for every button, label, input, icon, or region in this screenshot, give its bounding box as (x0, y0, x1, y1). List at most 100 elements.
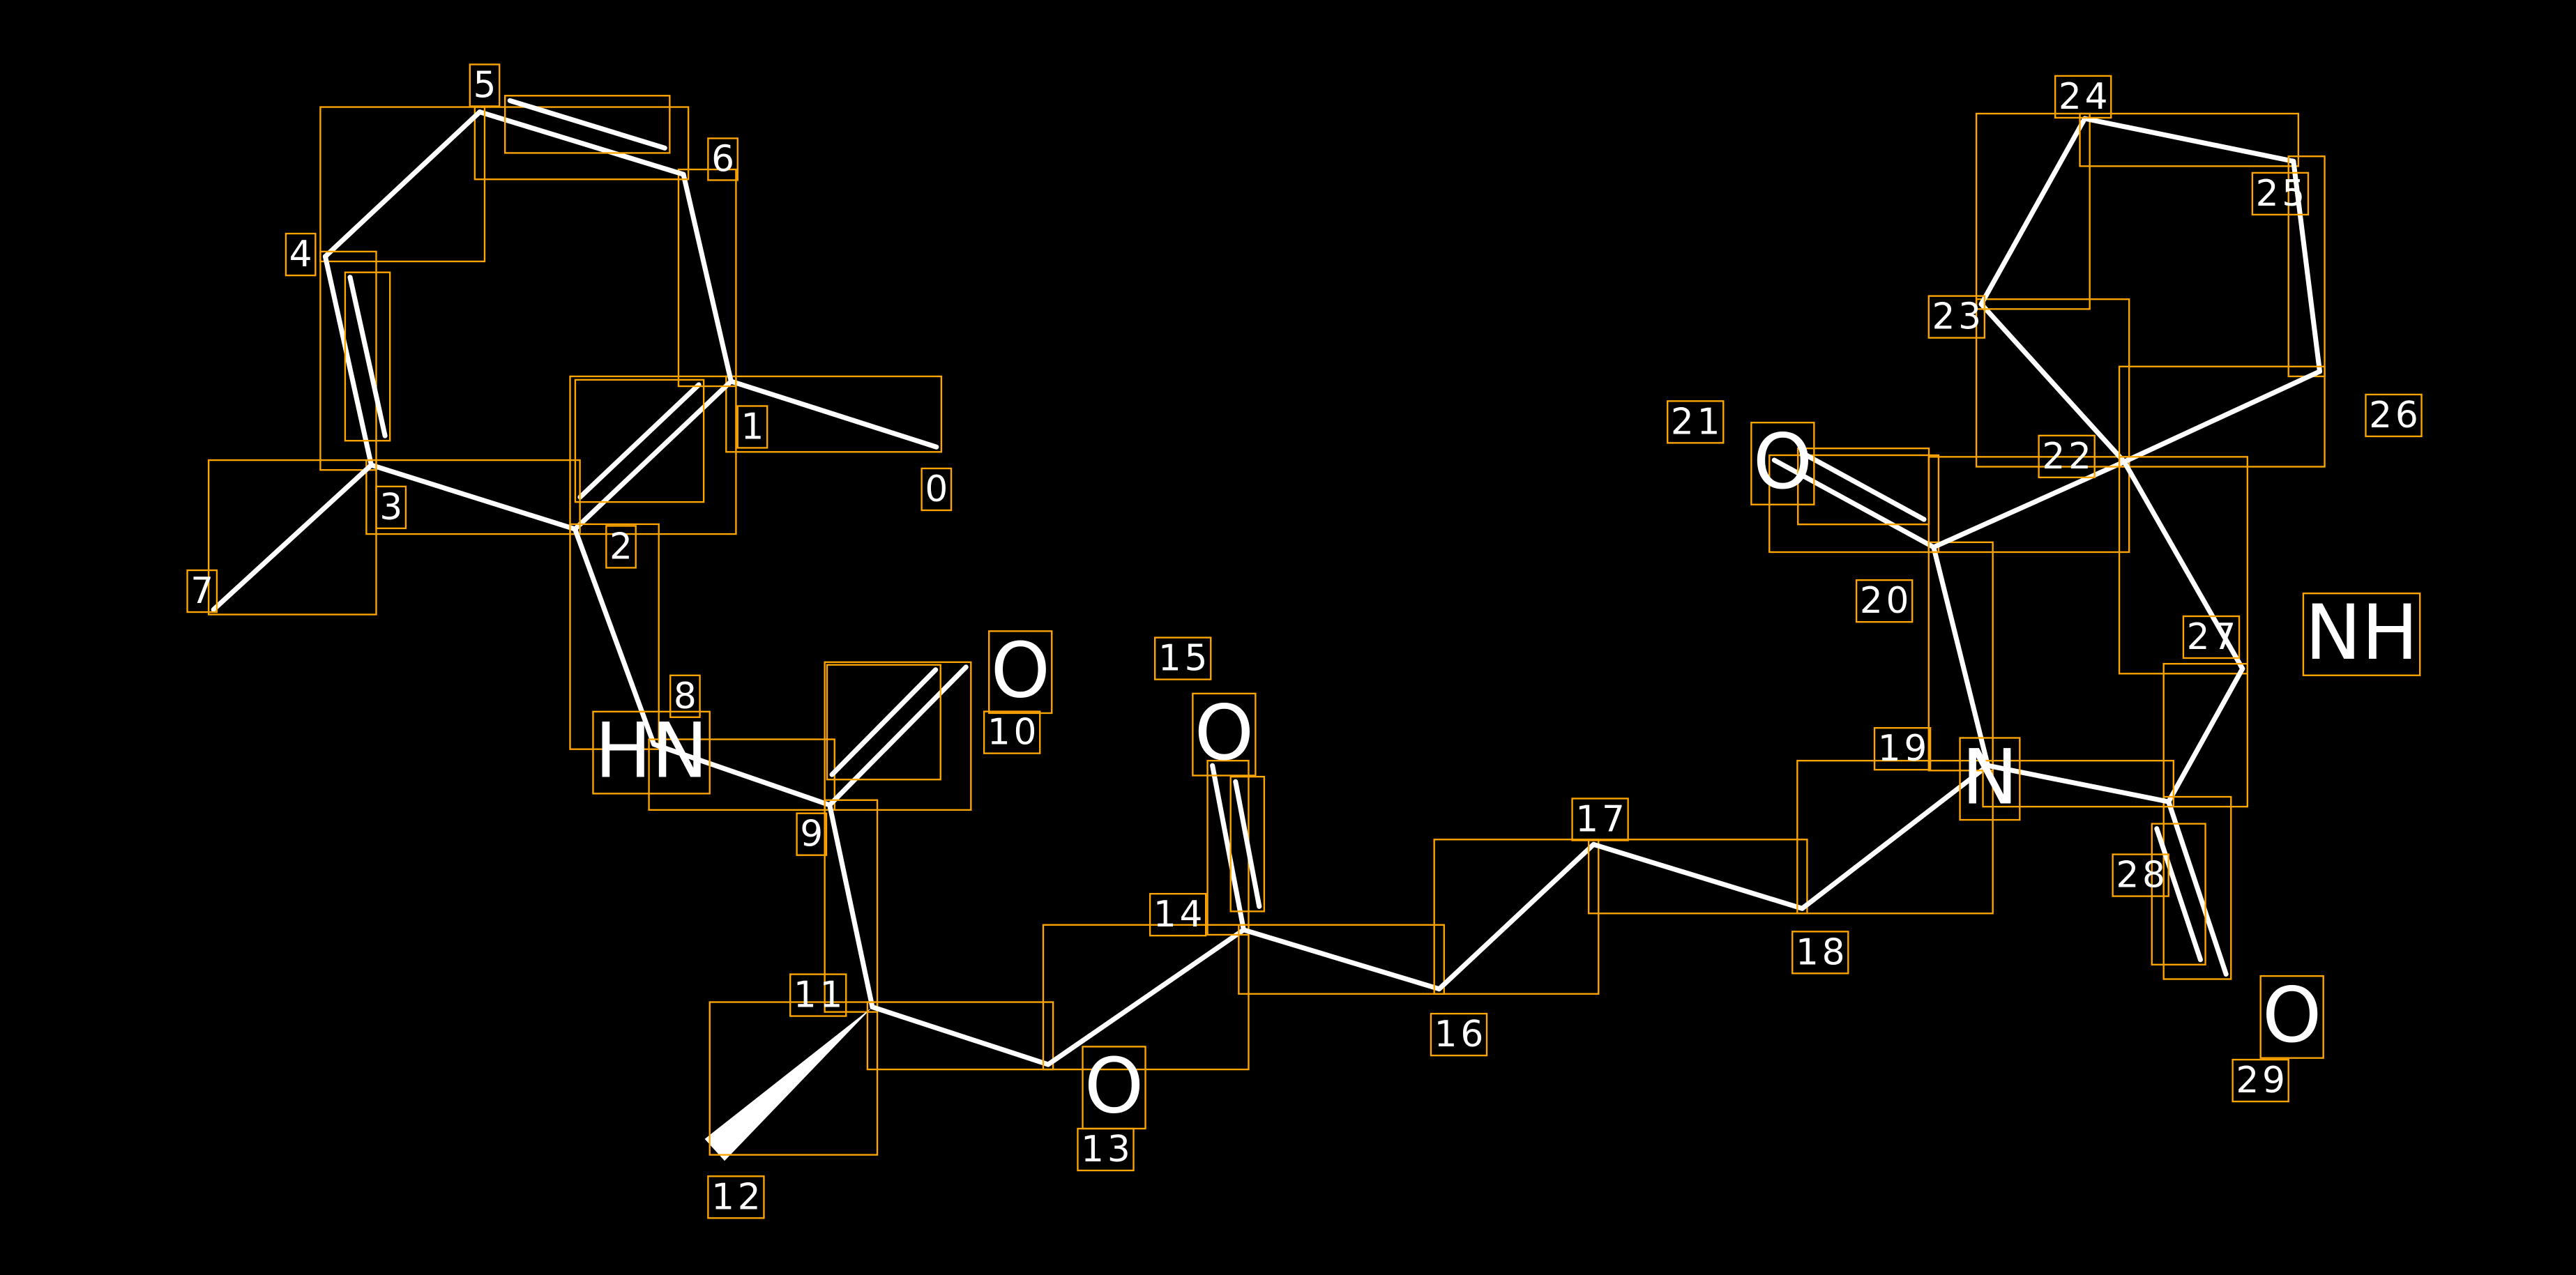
index-box (2182, 615, 2241, 659)
bond-line (1985, 763, 2172, 804)
bond-9-11 (824, 799, 879, 1013)
index-box (1430, 1012, 1488, 1057)
bond-line (2166, 799, 2229, 977)
atom-index-label: 2 (609, 526, 636, 567)
atom-symbol: NH (2305, 588, 2418, 677)
atom-4: 4 (285, 232, 317, 277)
atom-symbol: HN (595, 707, 709, 795)
atom-index-label: 7 (190, 570, 217, 612)
atom-17: 17 (1571, 797, 1629, 841)
atom-index-label: 5 (473, 64, 499, 106)
symbol-box (988, 630, 1053, 715)
atom-index-label: 1 (741, 406, 767, 448)
bond-line (1210, 763, 1246, 933)
index-box (285, 232, 317, 277)
bond-box (824, 799, 879, 1013)
symbol-box (1959, 737, 2021, 821)
atom-index-label: 11 (794, 975, 846, 1016)
atom-index-label: 9 (800, 814, 826, 855)
atom-9: 9 (796, 812, 828, 856)
index-box (1927, 295, 1986, 339)
atom-1: 1 (736, 405, 768, 449)
bond-line (573, 379, 734, 532)
index-box (2365, 393, 2423, 438)
bond-5-4 (319, 106, 486, 263)
index-box (707, 1175, 765, 1219)
atom-index-label: 8 (674, 675, 700, 717)
index-box (2038, 434, 2096, 479)
bond-28-19 (1982, 760, 2174, 808)
bond-line (681, 171, 734, 384)
atom-14: 14 (1149, 892, 1207, 937)
atom-index-label: 16 (1434, 1014, 1487, 1055)
atom-26: 26 (2365, 393, 2423, 438)
bond-17-18 (1587, 839, 1808, 915)
atom-index-label: 0 (925, 468, 951, 510)
atom-index-label: 23 (1932, 296, 1985, 338)
bond-line (2082, 116, 2296, 164)
bond-line (1591, 841, 1805, 911)
atom-index-label: 6 (711, 138, 738, 180)
bond-3-2 (365, 459, 581, 535)
index-box (1077, 1127, 1135, 1172)
atom-10: O10 (983, 626, 1053, 754)
atom-symbol: O (1195, 689, 1254, 777)
atom-index-label: 27 (2187, 616, 2239, 658)
atom-index-label: 12 (711, 1176, 764, 1218)
index-box (669, 674, 701, 718)
bond-line (651, 742, 833, 808)
bond-box (574, 379, 705, 503)
bond-26-22 (2118, 365, 2326, 468)
atom-23: 23 (1927, 295, 1986, 339)
double-bond-line (1800, 450, 1927, 522)
atom-0: 0 (920, 467, 953, 512)
bond-line (211, 462, 374, 612)
bond-11-12 (704, 1001, 879, 1161)
bond-box (709, 1001, 879, 1156)
bond-line (2121, 369, 2323, 464)
bond-1-2 (569, 375, 737, 535)
atom-13: O13 (1077, 1041, 1146, 1172)
atom-2: 2 (605, 525, 637, 569)
atom-22: 22 (2038, 434, 2096, 479)
atom-index-label: 26 (2369, 395, 2421, 436)
atom-index-label: 21 (1671, 401, 1723, 443)
atom-symbol: N (1962, 733, 2018, 821)
index-box (789, 973, 847, 1017)
double-bond-line (347, 275, 388, 438)
atom-index-label: 29 (2236, 1060, 2288, 1101)
index-box (469, 63, 501, 107)
bond-line (1771, 457, 1937, 550)
bond-24-25 (2079, 112, 2300, 167)
atom-index-label: 13 (1081, 1129, 1133, 1170)
atom-27: NH 27 (2182, 588, 2421, 677)
atom-index-label: 22 (2042, 436, 2094, 478)
bond-box (1587, 839, 1808, 915)
atom-index-label: 24 (2059, 76, 2111, 118)
bond-line (1931, 544, 1991, 768)
bond-box (344, 271, 391, 442)
bond-box (319, 106, 486, 263)
index-box (2251, 171, 2310, 216)
bond-0-1 (725, 375, 943, 453)
index-box (2112, 853, 2169, 897)
bond-22-23 (1975, 298, 2130, 468)
atom-28: 28 (2112, 853, 2169, 897)
bond-box (1768, 454, 1940, 553)
atom-symbol: O (2262, 971, 2321, 1060)
bond-box (1982, 760, 2174, 808)
bond-line (1045, 927, 1246, 1067)
bond-line (728, 379, 939, 450)
bond-box (1238, 924, 1445, 995)
bond-27-28 (2162, 663, 2249, 808)
bond-line (827, 664, 969, 808)
atom-symbol: O (991, 626, 1050, 715)
bond-box (319, 250, 377, 471)
bond-box (1796, 760, 1994, 915)
atom-8: HN8 (592, 674, 711, 795)
index-box (1153, 636, 1212, 680)
bond-box (504, 95, 671, 154)
atom-index-label: 17 (1575, 798, 1628, 840)
bond-line (322, 254, 374, 468)
